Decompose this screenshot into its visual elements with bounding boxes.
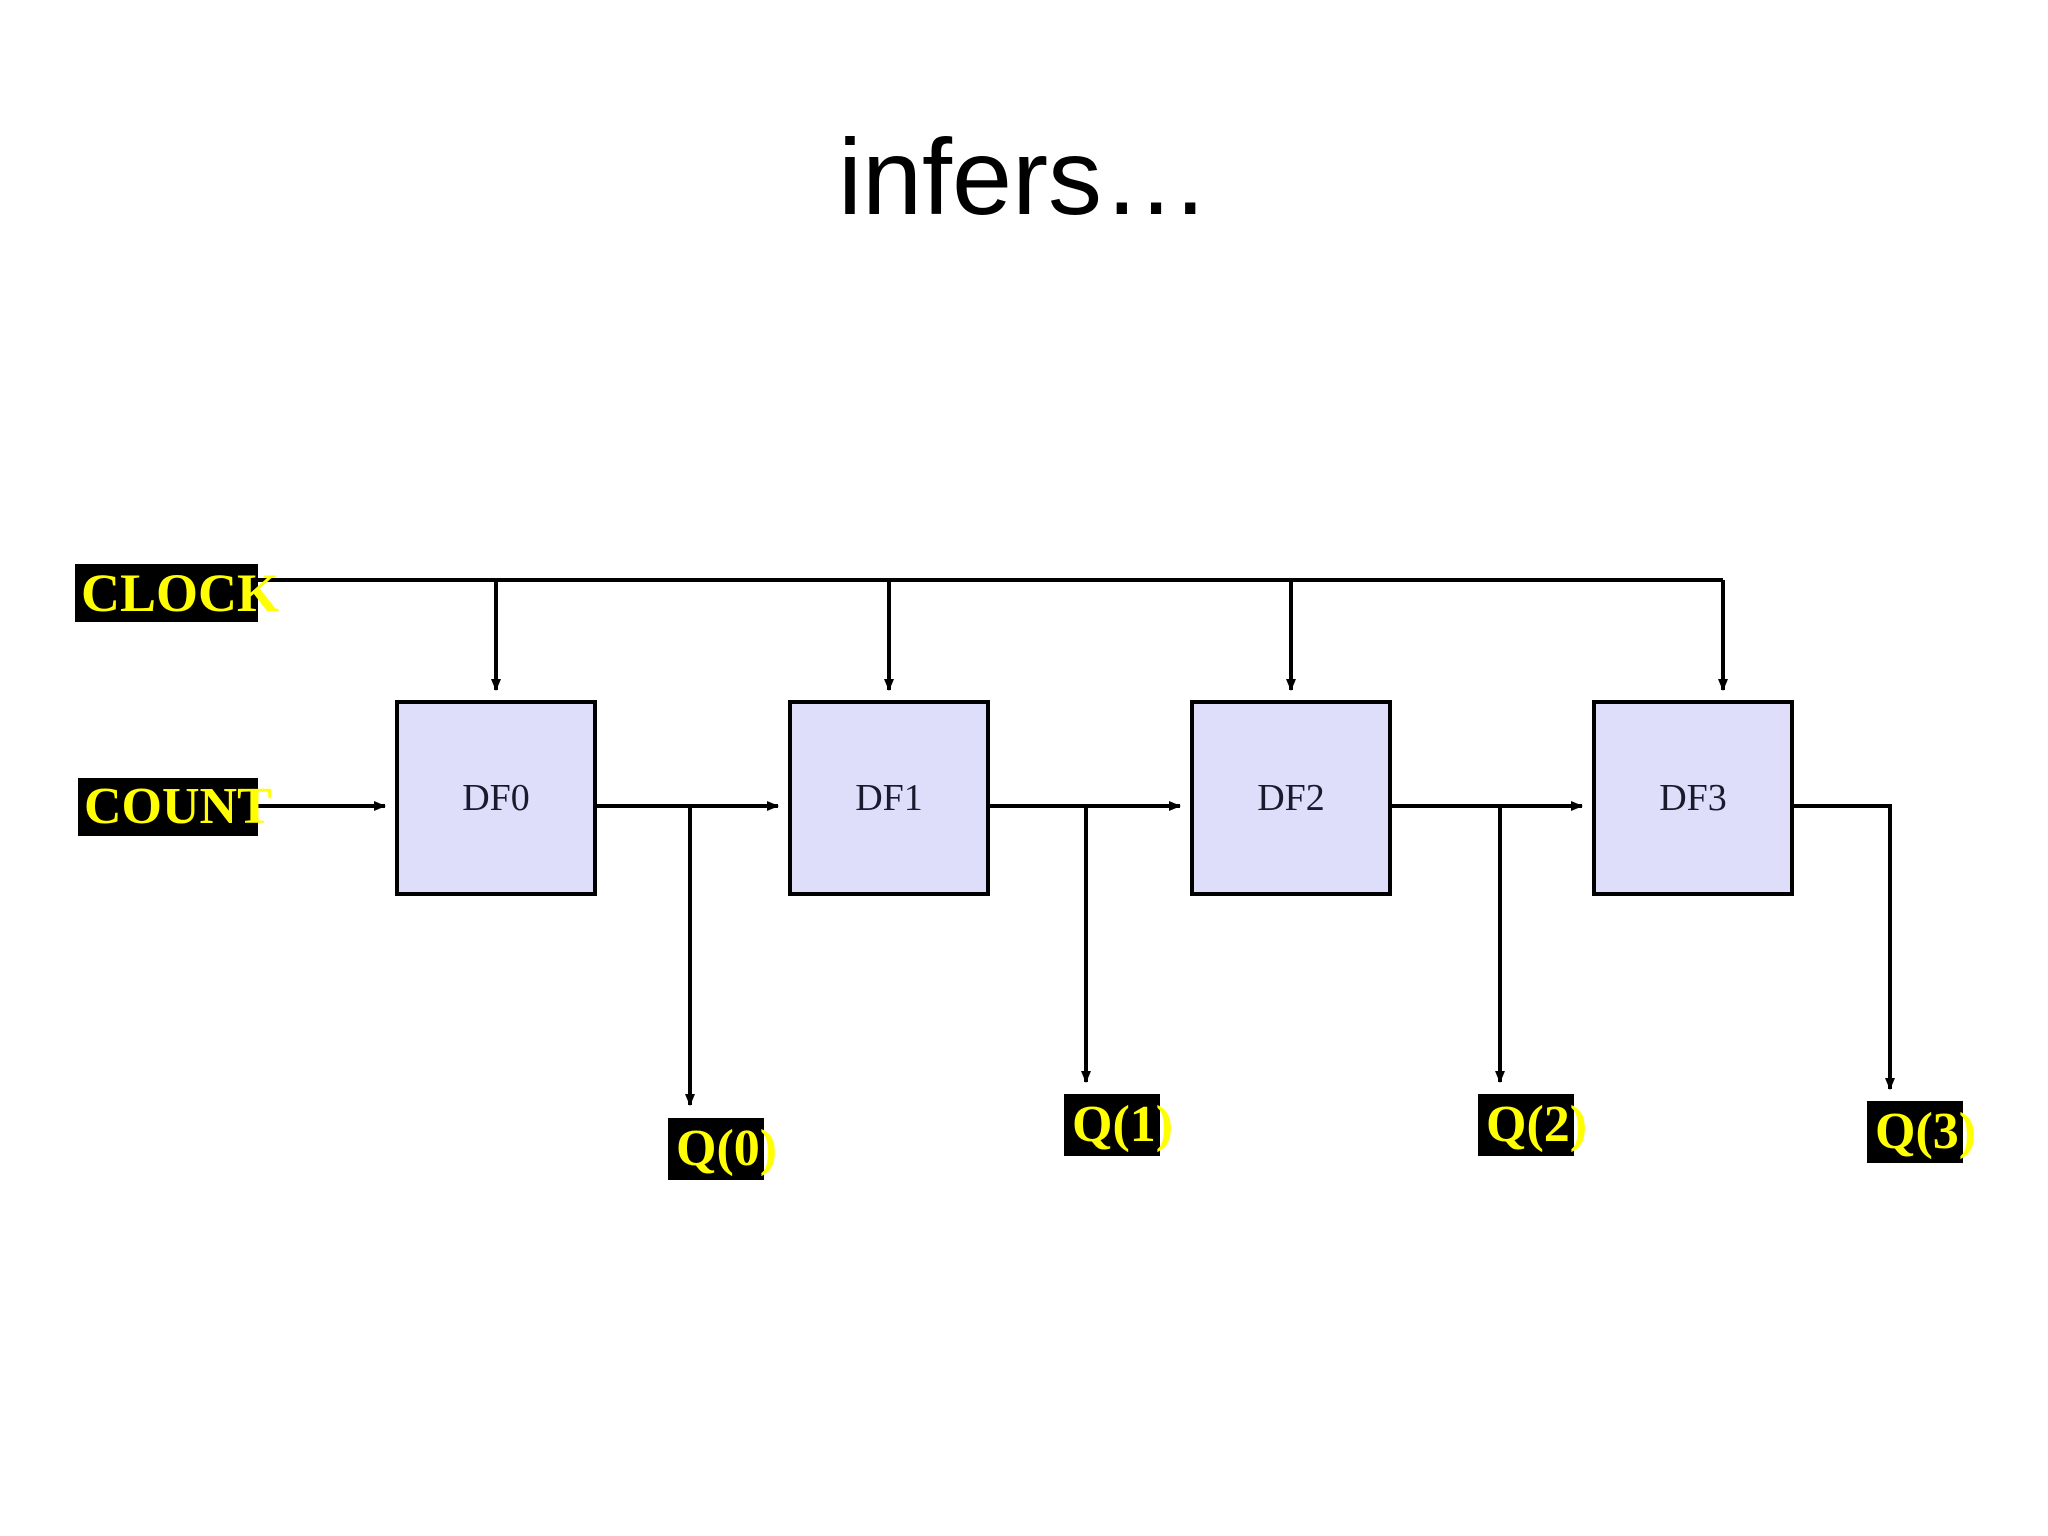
signal-label-clock: CLOCK	[75, 564, 279, 622]
flipflop-block-df1: DF1	[788, 700, 990, 896]
flipflop-block-df3: DF3	[1592, 700, 1794, 896]
signal-label-count-text: COUNT	[84, 778, 272, 835]
output-label-q2-text: Q(2)	[1486, 1096, 1588, 1153]
output-label-q2: Q(2)	[1478, 1094, 1587, 1156]
output-label-q0-text: Q(0)	[676, 1120, 778, 1177]
output-label-q0: Q(0)	[668, 1118, 777, 1180]
flipflop-block-df2: DF2	[1190, 700, 1392, 896]
output-label-q3: Q(3)	[1867, 1101, 1976, 1163]
flipflop-label-df0: DF0	[462, 777, 530, 819]
wire-tap-q3	[1794, 804, 1895, 1090]
flipflop-label-df1: DF1	[855, 777, 923, 819]
page-title: infers…	[837, 116, 1211, 237]
signal-label-clock-text: CLOCK	[81, 563, 280, 623]
output-label-q3-text: Q(3)	[1875, 1103, 1977, 1160]
output-label-q1: Q(1)	[1064, 1094, 1173, 1156]
flipflop-label-df3: DF3	[1659, 777, 1727, 819]
output-label-q1-text: Q(1)	[1072, 1096, 1174, 1153]
flipflop-block-df0: DF0	[395, 700, 597, 896]
signal-label-count: COUNT	[78, 778, 272, 836]
flipflop-label-df2: DF2	[1257, 777, 1325, 819]
